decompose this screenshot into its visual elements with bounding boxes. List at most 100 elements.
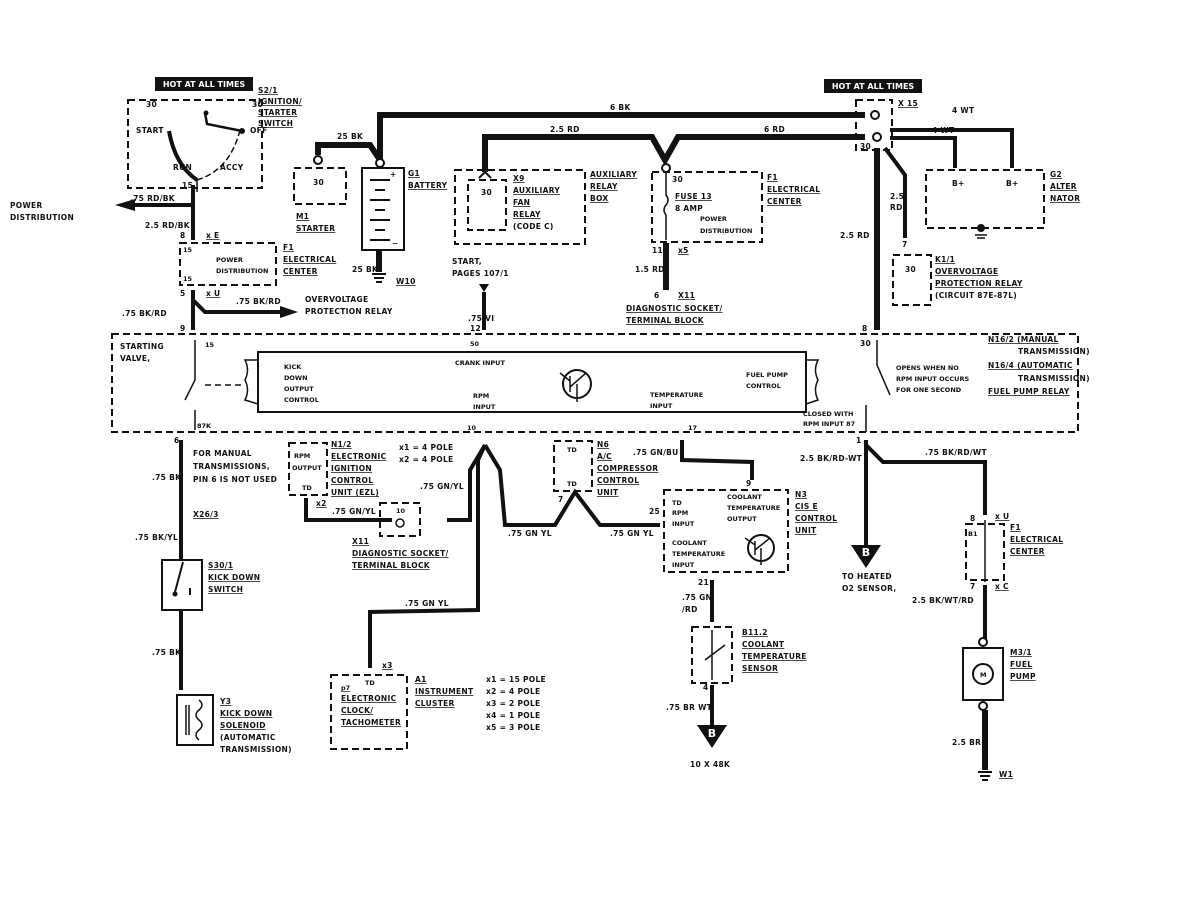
diagram-graphic	[870, 110, 880, 120]
label-text: TERMINAL BLOCK	[626, 316, 705, 325]
label-text: SWITCH	[208, 585, 243, 594]
label-text: SENSOR	[742, 664, 778, 673]
label-text: N3	[795, 490, 807, 499]
label-text: 30	[313, 178, 324, 187]
electrical-center-fuse-13: 30 FUSE 13 8 AMP POWER DISTRIBUTION 11 x…	[651, 163, 820, 255]
label-text: .75 BK	[152, 473, 182, 482]
label-text: INPUT	[672, 561, 695, 569]
label-text: ELECTRONIC	[331, 452, 387, 461]
label-text: .75 GN	[682, 593, 712, 602]
label-text: 2.5 BK/RD-WT	[800, 454, 863, 463]
label-text: STARTING	[120, 342, 164, 351]
electrical-center-right: 8 x U B1 7 x C F1 ELECTRICAL CENTER	[965, 512, 1063, 591]
label-text: TEMPERATURE	[742, 652, 807, 661]
label-text: .75 BK/RD	[236, 297, 281, 306]
diagram-graphic	[663, 172, 669, 240]
label-text: RUN	[173, 163, 192, 172]
diagram-graphic	[691, 626, 733, 684]
label-text: .75 BK/RD	[122, 309, 167, 318]
label-text: S30/1	[208, 561, 233, 570]
label-text: .75 GN/BU	[633, 448, 679, 457]
label-text: G2	[1050, 170, 1062, 179]
power-distribution-arrow	[115, 199, 135, 211]
diagram-graphic	[172, 591, 178, 597]
label-text: 6	[654, 291, 660, 300]
label-text: N6	[597, 440, 609, 449]
label-text: X26/3	[193, 510, 219, 519]
label-text: x2 = 4 POLE	[399, 455, 453, 464]
label-text: KICK DOWN	[208, 573, 260, 582]
label-text: 11	[652, 246, 663, 255]
label-text: BOX	[590, 194, 609, 203]
label-text: 2.5 RD	[840, 231, 870, 240]
coolant-temperature-sensor: 4 B11.2 COOLANT TEMPERATURE SENSOR	[691, 626, 807, 692]
diagram-graphic	[975, 234, 987, 239]
label-text: A1	[415, 675, 427, 684]
label-text: 25 BK	[352, 265, 379, 274]
label-text: x4 = 1 POLE	[486, 711, 540, 720]
label-text: (AUTOMATIC	[220, 733, 276, 742]
diagram-graphic	[479, 284, 489, 292]
diagram-graphic	[313, 155, 323, 165]
label-text: FAN	[513, 198, 530, 207]
label-text: 8 AMP	[675, 204, 703, 213]
electrical-center-left: 8 x E 15 15 5 x U POWER DISTRIBUTION F1 …	[179, 231, 336, 298]
label-text: AUXILIARY	[590, 170, 637, 179]
diagram-graphic	[179, 242, 277, 286]
diagram-graphic	[890, 137, 956, 168]
diagram-graphic: −	[392, 239, 399, 248]
diagram-graphic	[978, 637, 988, 647]
label-text: FUSE 13	[675, 192, 712, 201]
diagnostic-socket-mid: 10 X11 DIAGNOSTIC SOCKET/ TERMINAL BLOCK	[352, 502, 448, 570]
label-text: .75 BK	[152, 648, 182, 657]
label-text: KICK DOWN	[220, 709, 272, 718]
label-text: 15	[182, 181, 193, 190]
label-text: OVERVOLTAGE	[935, 267, 998, 276]
label-text: 25 BK	[337, 132, 364, 141]
label-text: CRANK INPUT	[455, 359, 505, 367]
electronic-ignition-control-unit: RPM OUTPUT TD x2 N1/2 ELECTRONIC IGNITIO…	[288, 440, 453, 508]
label-text: 30	[672, 175, 683, 184]
diagram-graphic	[651, 171, 763, 243]
diagram-graphic	[239, 128, 245, 134]
diagram-graphic	[375, 158, 385, 168]
label-text: 2.5 RD	[550, 125, 580, 134]
label-text: x1 = 15 POLE	[486, 675, 546, 684]
label-text: W10	[396, 277, 416, 286]
label-text: .75 BR WT	[666, 703, 713, 712]
diagram-graphic	[890, 136, 957, 168]
label-text: 2.5	[890, 192, 904, 201]
label-text: INPUT	[650, 402, 673, 410]
label-text: CONTROL	[746, 382, 781, 390]
label-text: M1	[296, 212, 309, 221]
label-text: DISTRIBUTION	[216, 267, 268, 275]
label-text: 5	[180, 289, 186, 298]
start-page-reference: START, PAGES 107/1	[452, 257, 509, 292]
diagram-graphic	[454, 169, 586, 245]
alternator-wires	[890, 128, 1014, 168]
diagram-graphic	[243, 359, 259, 405]
label-text: 2.5 BK/WT/RD	[912, 596, 974, 605]
label-text: RPM INPUT OCCURS	[896, 375, 969, 383]
label-text: 7	[902, 240, 908, 249]
cis-e-control-unit: 9 25 21 TD RPM INPUT COOLANT TEMPERATURE…	[649, 479, 837, 587]
label-text: VALVE,	[120, 354, 150, 363]
label-text: 15	[183, 275, 193, 283]
label-text: COMPRESSOR	[597, 464, 658, 473]
label-text: START,	[452, 257, 482, 266]
label-text: X11	[678, 291, 695, 300]
label-text: TD	[567, 446, 577, 454]
label-text: ELECTRICAL	[767, 185, 820, 194]
label-text: W1	[999, 770, 1013, 779]
label-text: 7	[970, 582, 976, 591]
label-text: 30	[860, 142, 871, 151]
label-text: TRANSMISSION)	[220, 745, 292, 754]
connector-x15: 30 X 15	[855, 99, 918, 151]
label-text: x1 = 4 POLE	[399, 443, 453, 452]
diagram-graphic	[111, 333, 1079, 433]
label-text: OUTPUT	[284, 385, 314, 393]
label-text: CONTROL	[284, 396, 319, 404]
label-text: (CODE C)	[513, 222, 554, 231]
diagram-graphic: +	[390, 170, 397, 179]
